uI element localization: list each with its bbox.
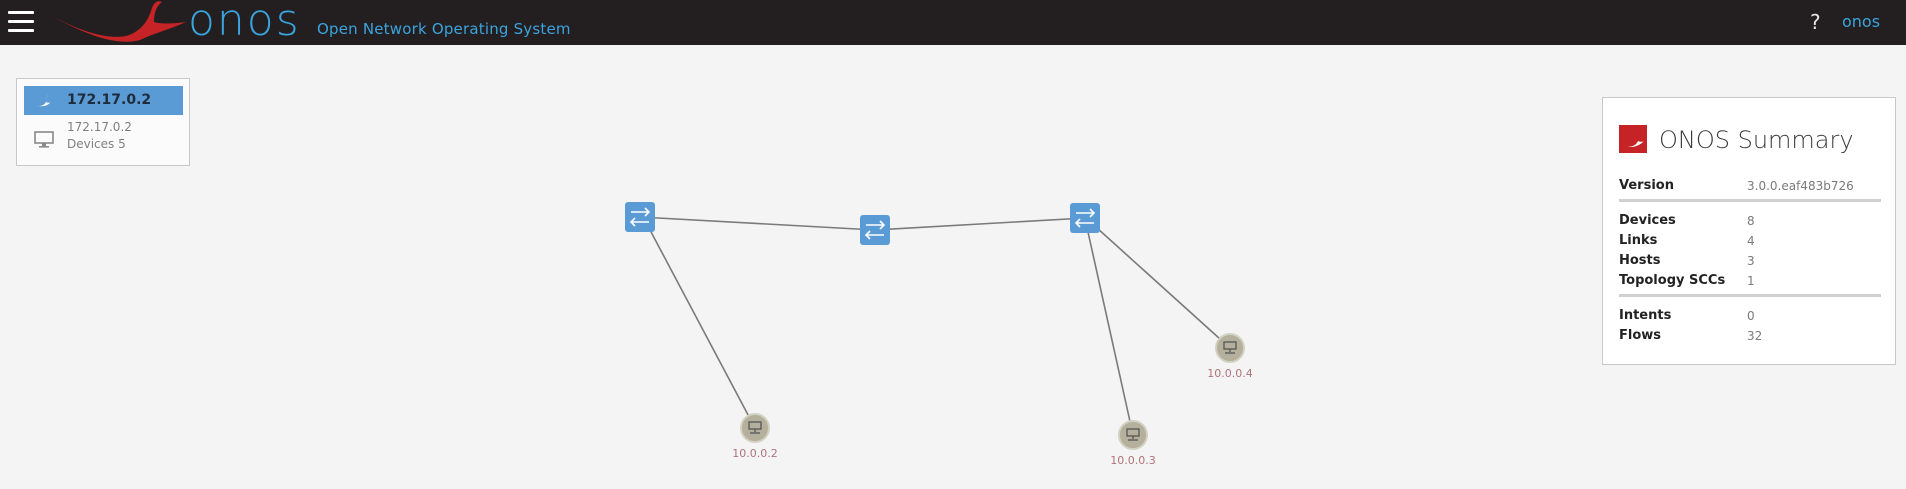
summary-row-links: Links 4: [1619, 231, 1881, 251]
instance-details: 172.17.0.2 Devices 5: [24, 117, 183, 161]
summary-value: 4: [1747, 234, 1755, 248]
divider: [1619, 199, 1881, 202]
svg-text:onos: onos: [188, 5, 301, 39]
summary-value: 0: [1747, 309, 1755, 323]
summary-table: Version 3.0.0.eaf483b726 Devices 8 Links…: [1619, 176, 1881, 346]
summary-label: Hosts: [1619, 253, 1661, 268]
summary-title: ONOS Summary: [1659, 126, 1854, 154]
instance-ip: 172.17.0.2: [67, 120, 132, 134]
summary-row-devices: Devices 8: [1619, 211, 1881, 231]
onos-wordmark: onos: [188, 5, 301, 39]
host-icon: [748, 421, 762, 434]
host-node[interactable]: 10.0.0.2: [732, 413, 778, 460]
topology-view[interactable]: 10.0.0.2 10.0.0.3 10.0.0.4: [0, 45, 1906, 489]
instance-panel: 172.17.0.2 172.17.0.2 Devices 5: [16, 78, 190, 166]
link[interactable]: [1096, 227, 1231, 349]
host-icon: [1126, 428, 1140, 441]
host-label: 10.0.0.2: [732, 447, 777, 460]
summary-row-flows: Flows 32: [1619, 326, 1881, 346]
divider: [1619, 294, 1881, 297]
switch-icon: [1074, 208, 1096, 228]
link[interactable]: [874, 217, 1086, 231]
link[interactable]: [1087, 231, 1134, 436]
switch-device[interactable]: [860, 215, 890, 245]
monitor-icon: [34, 131, 54, 148]
hamburger-icon[interactable]: [8, 11, 34, 33]
onos-bird-icon: [1619, 125, 1647, 153]
summary-label: Flows: [1619, 328, 1662, 343]
instance-device-count: Devices 5: [67, 137, 126, 151]
host-node[interactable]: 10.0.0.3: [1110, 420, 1156, 467]
summary-row-version: Version 3.0.0.eaf483b726: [1619, 176, 1881, 196]
onos-summary-panel: ONOS Summary Version 3.0.0.eaf483b726 De…: [1602, 97, 1896, 365]
switch-device[interactable]: [1070, 203, 1100, 233]
link[interactable]: [639, 216, 876, 231]
switch-icon: [629, 207, 651, 227]
instance-header[interactable]: 172.17.0.2: [24, 86, 183, 115]
masthead: onos Open Network Operating System ? ono…: [0, 0, 1906, 45]
host-label: 10.0.0.4: [1207, 367, 1252, 380]
summary-value: 1: [1747, 274, 1755, 288]
onos-bird-logo: [52, 1, 186, 42]
app-title: Open Network Operating System: [317, 20, 571, 38]
summary-label: Version: [1619, 178, 1674, 193]
summary-value: 3: [1747, 254, 1755, 268]
help-button[interactable]: ?: [1810, 10, 1821, 34]
summary-label: Links: [1619, 233, 1658, 248]
summary-row-hosts: Hosts 3: [1619, 251, 1881, 271]
onos-logo[interactable]: onos: [48, 0, 318, 45]
summary-label: Intents: [1619, 308, 1672, 323]
onos-bird-icon: [34, 92, 51, 107]
summary-value: 8: [1747, 214, 1755, 228]
switch-icon: [864, 220, 886, 240]
summary-value: 3.0.0.eaf483b726: [1747, 179, 1854, 193]
switch-device[interactable]: [625, 202, 655, 232]
summary-value: 32: [1747, 329, 1763, 343]
user-menu-link[interactable]: onos: [1842, 12, 1881, 31]
summary-row-topology-sccs: Topology SCCs 1: [1619, 271, 1881, 291]
summary-label: Devices: [1619, 213, 1676, 228]
summary-row-intents: Intents 0: [1619, 306, 1881, 326]
host-icon: [1223, 341, 1237, 354]
link[interactable]: [649, 229, 756, 429]
instance-name: 172.17.0.2: [67, 92, 152, 108]
host-node[interactable]: 10.0.0.4: [1207, 333, 1253, 380]
host-label: 10.0.0.3: [1110, 454, 1155, 467]
summary-label: Topology SCCs: [1619, 273, 1726, 288]
